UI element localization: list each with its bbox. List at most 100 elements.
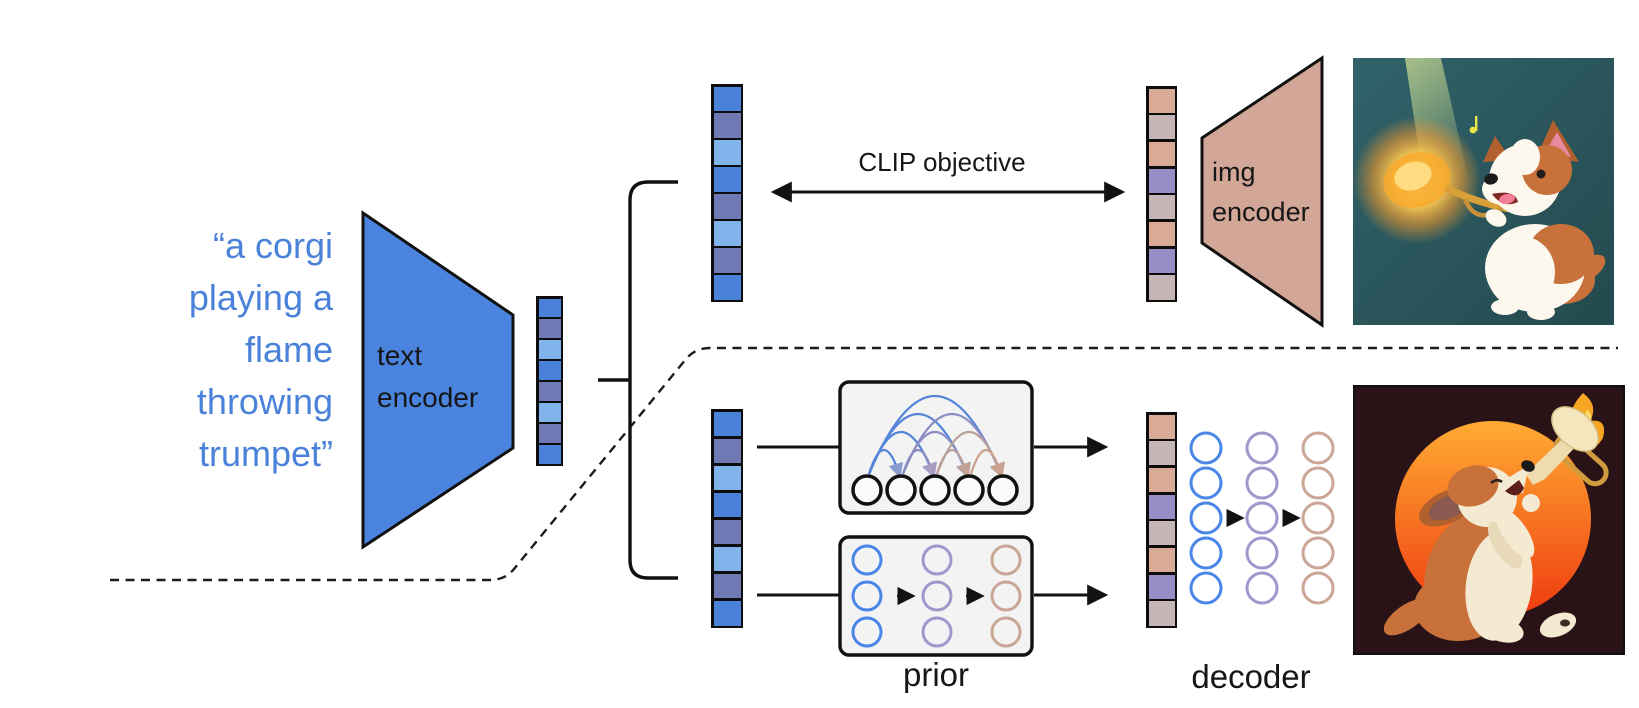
embedding-cell	[713, 275, 741, 300]
corgi-nose	[1521, 460, 1535, 472]
autoregressive-prior-tokens	[851, 474, 1019, 506]
embedding-cell	[538, 319, 561, 338]
embedding-cell	[538, 340, 561, 359]
corgi-head-patch	[1447, 465, 1499, 507]
decoder-circle	[1189, 501, 1223, 535]
embedding-cell	[713, 600, 741, 626]
diffusion-prior-box	[838, 535, 1034, 657]
caption-line: flame	[244, 329, 333, 370]
music-note	[1469, 126, 1477, 134]
decoder-circle	[1301, 536, 1335, 570]
corgi-arm-back	[1487, 521, 1523, 569]
diffusion-circle	[851, 544, 883, 576]
image-embedding-vector-clip	[1146, 86, 1177, 302]
corgi-trumpet-generated-bottom	[1353, 385, 1625, 655]
embedding-cell	[1148, 168, 1175, 193]
corgi-hind-paw	[1482, 617, 1524, 643]
token-circle	[987, 474, 1019, 506]
image-embedding-vector-generation	[1146, 412, 1177, 628]
corgi-paw-on-trumpet	[1485, 209, 1507, 227]
clip-objective-label: CLIP objective	[858, 147, 1026, 177]
embedding-cell	[1148, 221, 1175, 247]
attention-arc	[969, 449, 1006, 479]
text-encoder-label: text encoder	[377, 340, 479, 413]
img-encoder-label: img encoder	[1212, 157, 1310, 227]
decoder-circle	[1245, 431, 1279, 465]
decoder-circle	[1301, 466, 1335, 500]
diffusion-circle	[990, 544, 1022, 576]
corgi-arm	[1495, 508, 1535, 558]
embedding-cell	[713, 248, 741, 273]
decoder-circle	[1189, 466, 1223, 500]
autoregressive-prior-box	[838, 380, 1034, 515]
diffusion-circle	[990, 616, 1022, 648]
diffusion-prior-units	[851, 544, 1022, 648]
token-circle	[885, 474, 917, 506]
decoder-circle	[1245, 501, 1279, 535]
corgi-trumpet-photo-top	[1353, 58, 1614, 325]
diffusion-circle	[851, 616, 883, 648]
corgi-blaze	[1510, 139, 1540, 175]
embedding-cell	[1148, 248, 1175, 273]
decoder-label: decoder	[1191, 658, 1311, 695]
text-embedding-vector-small	[536, 296, 563, 466]
corgi-front-paw	[1539, 612, 1577, 638]
embedding-cell	[1148, 601, 1175, 626]
img-encoder-shape	[1200, 55, 1324, 328]
corgi-eye	[1490, 478, 1503, 485]
diffusion-circle	[851, 580, 883, 612]
embedding-cell	[713, 194, 741, 219]
embedding-cell	[538, 403, 561, 422]
decoder-units	[1189, 431, 1335, 605]
embedding-cell	[713, 167, 741, 192]
embedding-cell	[1148, 141, 1175, 167]
embedding-cell	[1148, 115, 1175, 140]
corgi-mouth	[1505, 480, 1524, 496]
prior-label: prior	[902, 656, 970, 693]
token-circle	[953, 474, 985, 506]
trumpet-bell-inner	[1394, 161, 1432, 191]
train-generate-separator-dashed-line	[110, 346, 1618, 582]
embedding-cell	[1148, 521, 1175, 546]
caption-line: playing a	[188, 277, 333, 318]
embedding-cell	[713, 546, 741, 572]
embedding-cell	[713, 113, 741, 138]
embedding-cell	[713, 411, 741, 437]
embedding-cell	[713, 86, 741, 111]
corgi-front-foot	[1527, 304, 1555, 320]
embedding-cell	[538, 445, 561, 464]
decoder-circle	[1189, 571, 1223, 605]
embedding-cell	[1148, 275, 1175, 300]
embedding-cell	[1148, 574, 1175, 599]
corgi-tongue	[1499, 193, 1515, 205]
embedding-cell	[713, 492, 741, 518]
diffusion-circle	[990, 580, 1022, 612]
embedding-cell	[1148, 195, 1175, 220]
decoder-circle	[1189, 431, 1223, 465]
decoder-circle	[1301, 501, 1335, 535]
diffusion-circle	[921, 616, 953, 648]
corgi-paw-pad	[1560, 619, 1570, 627]
embedding-cell	[713, 519, 741, 545]
corgi-eye	[1536, 169, 1546, 179]
corgi-paw	[1522, 494, 1540, 512]
trumpet-bell	[1551, 406, 1599, 452]
text-embedding-vector-clip	[711, 84, 743, 302]
embedding-cell	[538, 298, 561, 317]
caption-line: trumpet”	[198, 433, 333, 474]
corgi-front-foot	[1491, 299, 1519, 315]
music-note-stem	[1475, 116, 1478, 131]
embedding-cell	[713, 438, 741, 464]
embedding-cell	[1148, 494, 1175, 519]
token-circle	[919, 474, 951, 506]
embedding-cell	[713, 140, 741, 165]
decoder-circle	[1189, 536, 1223, 570]
autoregressive-attention-arcs	[867, 395, 1006, 479]
embedding-cell	[713, 573, 741, 599]
split-bracket	[628, 180, 678, 580]
token-circle	[851, 474, 883, 506]
corgi-chest	[1487, 236, 1555, 308]
text-encoder-shape	[361, 210, 515, 550]
trombone-slide	[1553, 433, 1609, 487]
